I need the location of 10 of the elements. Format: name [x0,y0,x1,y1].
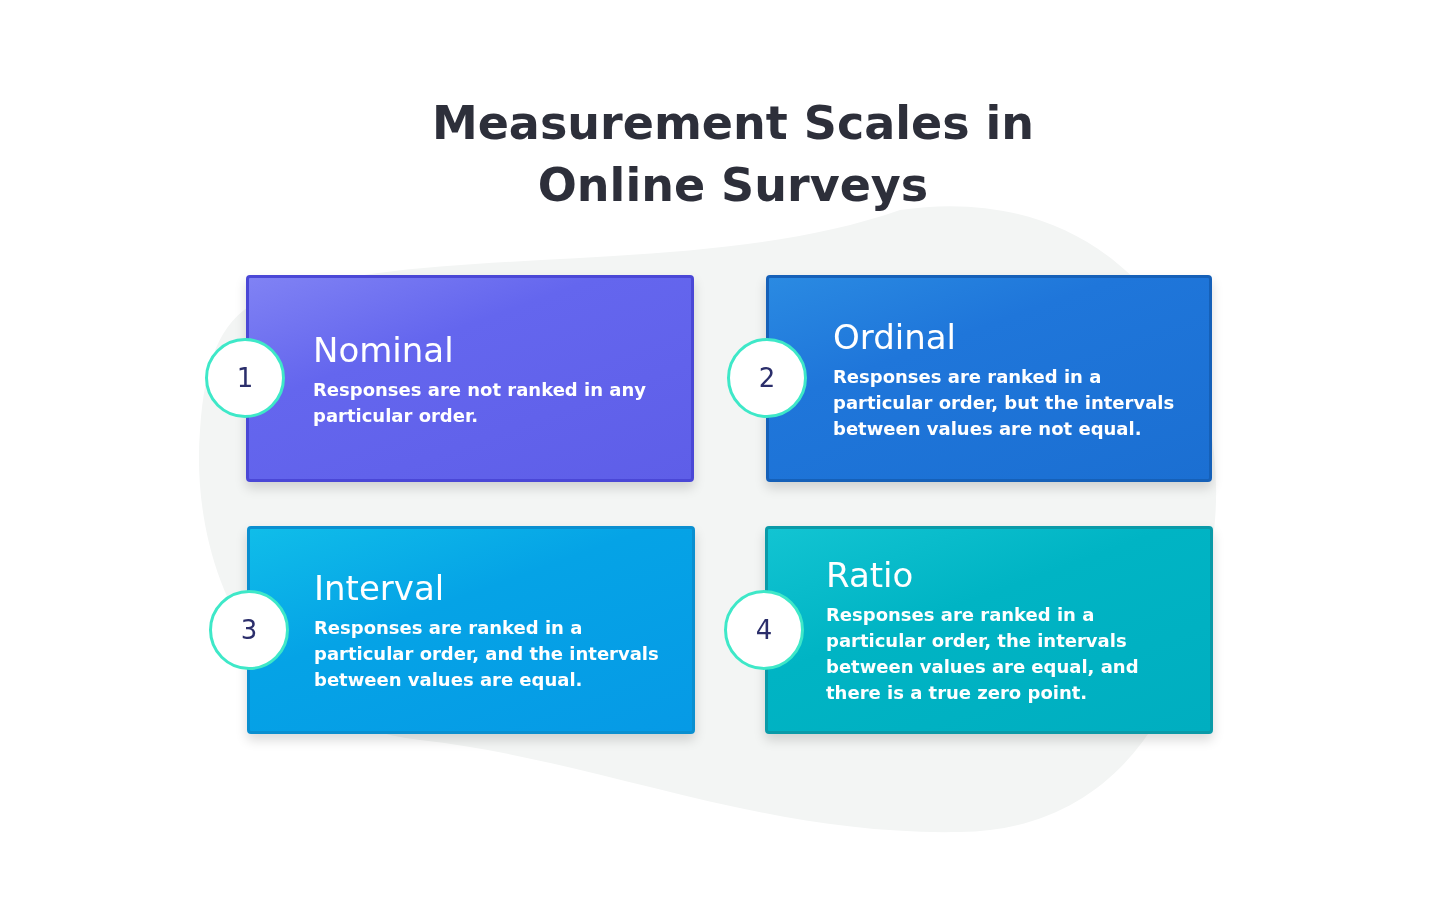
card-heading: Nominal [313,328,455,371]
diagram-title: Measurement Scales in Online Surveys [430,95,1036,214]
number-circle: 3 [209,590,289,670]
card-description: Responses are ranked in a particular order, and the intervals between values are equal. [314,616,660,692]
card-description: Responses are ranked in a particular order, the intervals between values are equal, and there is a true zero point. [826,603,1140,705]
card-description: Responses are ranked in a particular order, but the intervals between values are not equal. [833,364,1176,441]
card-heading: Interval [314,567,446,609]
card-heading: Ratio [826,554,915,596]
card-description: Responses are not ranked in any particular order. [313,377,647,428]
card-heading: Ordinal [833,315,957,358]
